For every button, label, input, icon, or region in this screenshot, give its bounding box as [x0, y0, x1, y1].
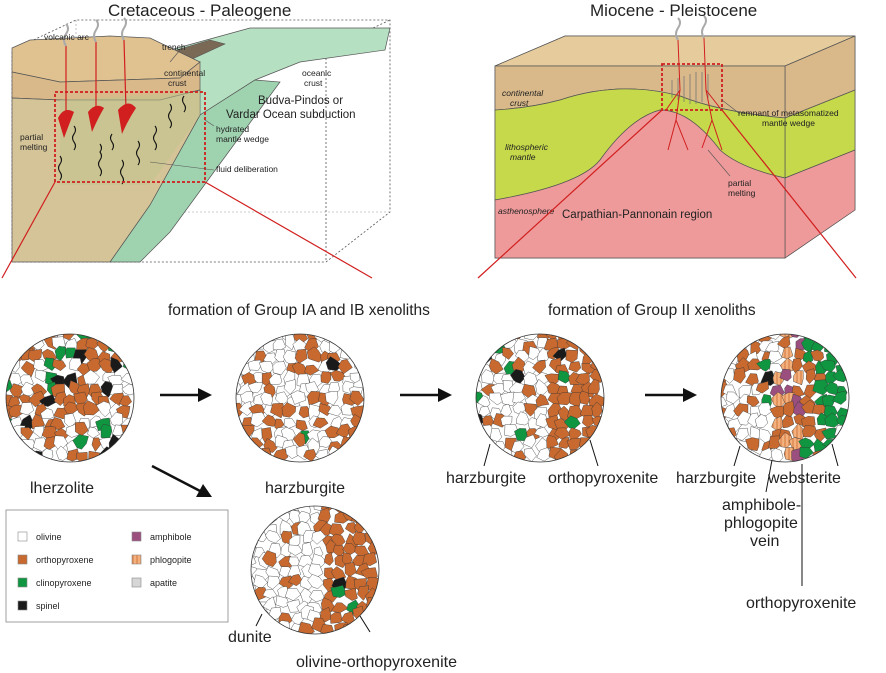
label-volcanic-arc: volcanic arc: [44, 32, 90, 42]
label-hydrated-1: hydrated: [216, 124, 249, 134]
zoom-lines: [1, 109, 857, 279]
label-g2-orthopyroxenite: orthopyroxenite: [548, 470, 658, 487]
label-olivine-orthopyroxenite: olivine-orthopyroxenite: [296, 654, 457, 671]
label-g3-harzburgite: harzburgite: [676, 470, 756, 487]
legend-label-orthopyroxene: orthopyroxene: [36, 555, 94, 565]
label-harzburgite: harzburgite: [265, 480, 345, 497]
label-subduction-2: Vardar Ocean subduction: [226, 109, 356, 121]
legend-swatch-spinel: [17, 600, 28, 611]
label-region: Carpathian-Pannonain region: [562, 209, 712, 221]
label-continental-crust-2: crust: [168, 78, 187, 88]
label-asthenosphere: asthenosphere: [498, 206, 555, 216]
xenolith-harzburgite-vein-websterite: [720, 333, 850, 463]
legend-label-apatite: apatite: [150, 578, 177, 588]
label-remnant-1: remnant of metasomatized: [738, 108, 839, 118]
legend-swatch-orthopyroxene: [17, 554, 28, 565]
label-r-continental-2: crust: [510, 98, 529, 108]
arrows: [151, 388, 697, 497]
label-g3-vein-1: amphibole-: [722, 497, 801, 514]
label-g3-vein-2: phlogopite: [724, 515, 798, 532]
legend-label-amphibole: amphibole: [150, 532, 192, 542]
legend-swatch-apatite: [131, 577, 142, 588]
left-block-diagram: [11, 17, 391, 263]
xenolith-lherzolite: [5, 333, 135, 463]
right-panel-title: Miocene - Pleistocene: [590, 1, 757, 20]
label-hydrated-2: mantle wedge: [216, 134, 269, 144]
legend-swatch-olivine: [17, 531, 28, 542]
xenolith-harzburgite-orthopyroxenite: [475, 333, 605, 463]
label-lithospheric-2: mantle: [510, 152, 536, 162]
label-g2-harzburgite: harzburgite: [446, 470, 526, 487]
label-leaders: [255, 439, 839, 633]
label-r-partial-1: partial: [728, 178, 751, 188]
heading-group-2: formation of Group II xenoliths: [548, 302, 756, 319]
label-g3-vein-3: vein: [750, 533, 779, 550]
legend-label-phlogopite: phlogopite: [150, 555, 192, 565]
label-oceanic-crust-1: oceanic: [302, 68, 332, 78]
label-partial-melting-1: partial: [20, 132, 43, 142]
legend-swatch-clinopyroxene: [17, 577, 28, 588]
heading-group-1: formation of Group IA and IB xenoliths: [168, 302, 430, 319]
label-partial-melting-2: melting: [20, 142, 48, 152]
xenolith-harzburgite: [235, 333, 365, 463]
label-continental-crust-1: continental: [164, 68, 205, 78]
label-g3-orthopyroxenite: orthopyroxenite: [746, 595, 856, 612]
label-oceanic-crust-2: crust: [304, 78, 323, 88]
left-panel-title: Cretaceous - Paleogene: [108, 1, 291, 20]
label-trench: trench: [162, 42, 186, 52]
legend-label-olivine: olivine: [36, 532, 62, 542]
legend: olivine orthopyroxene clinopyroxene spin…: [5, 509, 229, 623]
label-remnant-2: mantle wedge: [762, 118, 815, 128]
legend-label-clinopyroxene: clinopyroxene: [36, 578, 92, 588]
label-r-continental-1: continental: [502, 88, 544, 98]
label-dunite: dunite: [228, 629, 272, 646]
legend-swatch-phlogopite: [131, 554, 142, 565]
legend-swatch-amphibole: [131, 531, 142, 542]
right-block-diagram: [494, 15, 856, 259]
label-r-partial-2: melting: [728, 188, 756, 198]
label-lithospheric-1: lithospheric: [505, 142, 549, 152]
label-g3-websterite: websterite: [767, 470, 841, 487]
label-fluid-deliberation: fluid deliberation: [216, 164, 278, 174]
label-subduction-1: Budva-Pindos or: [258, 95, 343, 107]
legend-label-spinel: spinel: [36, 601, 60, 611]
label-lherzolite: lherzolite: [30, 480, 94, 497]
